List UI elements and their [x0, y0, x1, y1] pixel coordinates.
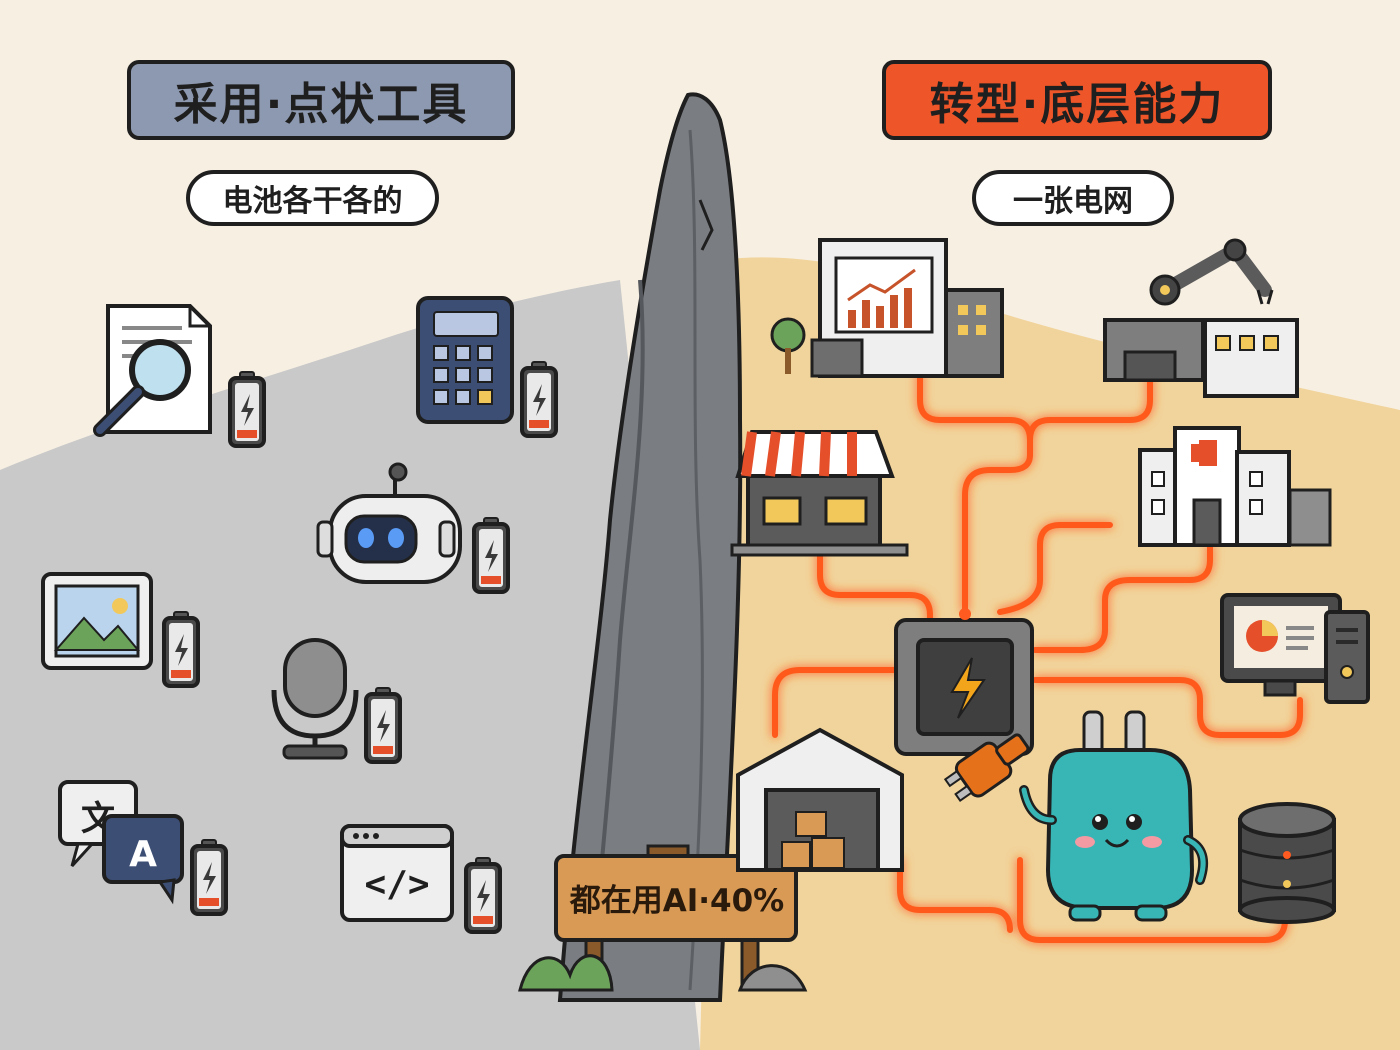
office-icon [770, 238, 1004, 378]
translate-icon: 文 A [58, 780, 184, 905]
factory-robot-arm-icon [1103, 238, 1299, 398]
translate-glyph-en: A [129, 834, 157, 875]
grid-line-database [1017, 857, 1288, 943]
plug-mascot-icon [943, 710, 1208, 922]
grid-line-main [962, 452, 1033, 613]
grid-line-hospital [1032, 542, 1213, 653]
calculator-icon [416, 296, 514, 424]
store-icon [730, 430, 909, 557]
low-battery-icon [162, 611, 200, 688]
signpost-text: 都在用AI·40% [569, 882, 785, 919]
grid-line-factory [1027, 372, 1153, 443]
document-search-icon [93, 304, 212, 437]
left-speech-bubble: 电池各干各的 [186, 170, 439, 226]
low-battery-icon [228, 371, 266, 448]
database-icon [1238, 802, 1336, 924]
grid-line-store [817, 542, 933, 633]
code-icon: </> [340, 824, 454, 922]
low-battery-icon [364, 687, 402, 764]
grid-line-warehouse [772, 667, 903, 738]
hospital-icon [1138, 426, 1332, 547]
right-panel-title: 转型·底层能力 [882, 60, 1272, 140]
grid-line-computer [1032, 677, 1303, 738]
batteries-group [162, 361, 558, 934]
code-glyph: </> [364, 864, 429, 905]
power-hub-icon [894, 608, 1034, 756]
image-icon [41, 572, 153, 670]
low-battery-icon [472, 517, 510, 594]
low-battery-icon [520, 361, 558, 438]
signpost [518, 844, 808, 992]
grid-line-warehouse-2 [897, 857, 1013, 933]
computer-icon [1220, 593, 1370, 704]
low-battery-icon [464, 857, 502, 934]
power-grid-lines [772, 367, 1303, 943]
low-battery-icon [190, 839, 228, 916]
left-panel-title: 采用·点状工具 [127, 60, 515, 140]
microphone-icon [271, 638, 359, 760]
warehouse-icon [736, 727, 904, 872]
right-speech-bubble: 一张电网 [972, 170, 1174, 226]
robot-icon [316, 462, 462, 584]
grid-line-hospital-2 [997, 522, 1113, 615]
